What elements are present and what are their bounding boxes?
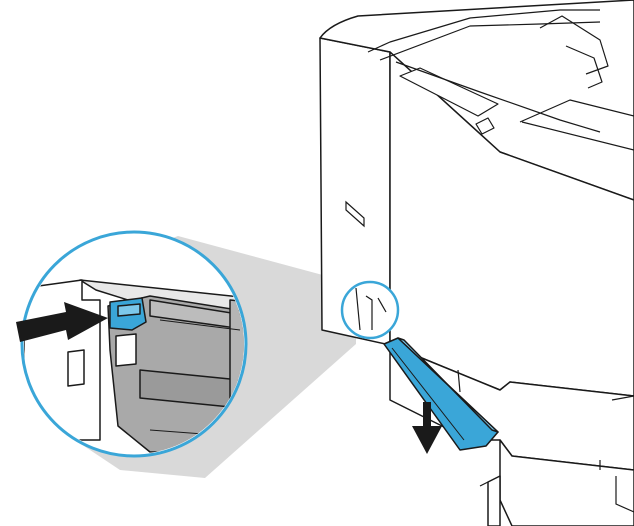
arrow-right-icon — [16, 302, 108, 342]
output-bin — [367, 9, 634, 151]
side-handle-slot — [345, 200, 365, 228]
zoom-detail — [20, 230, 248, 458]
zoom-circle-icon — [340, 280, 400, 340]
lower-trays — [389, 344, 634, 526]
arrow-down-icon — [412, 402, 442, 454]
jam-access-door — [383, 337, 499, 451]
